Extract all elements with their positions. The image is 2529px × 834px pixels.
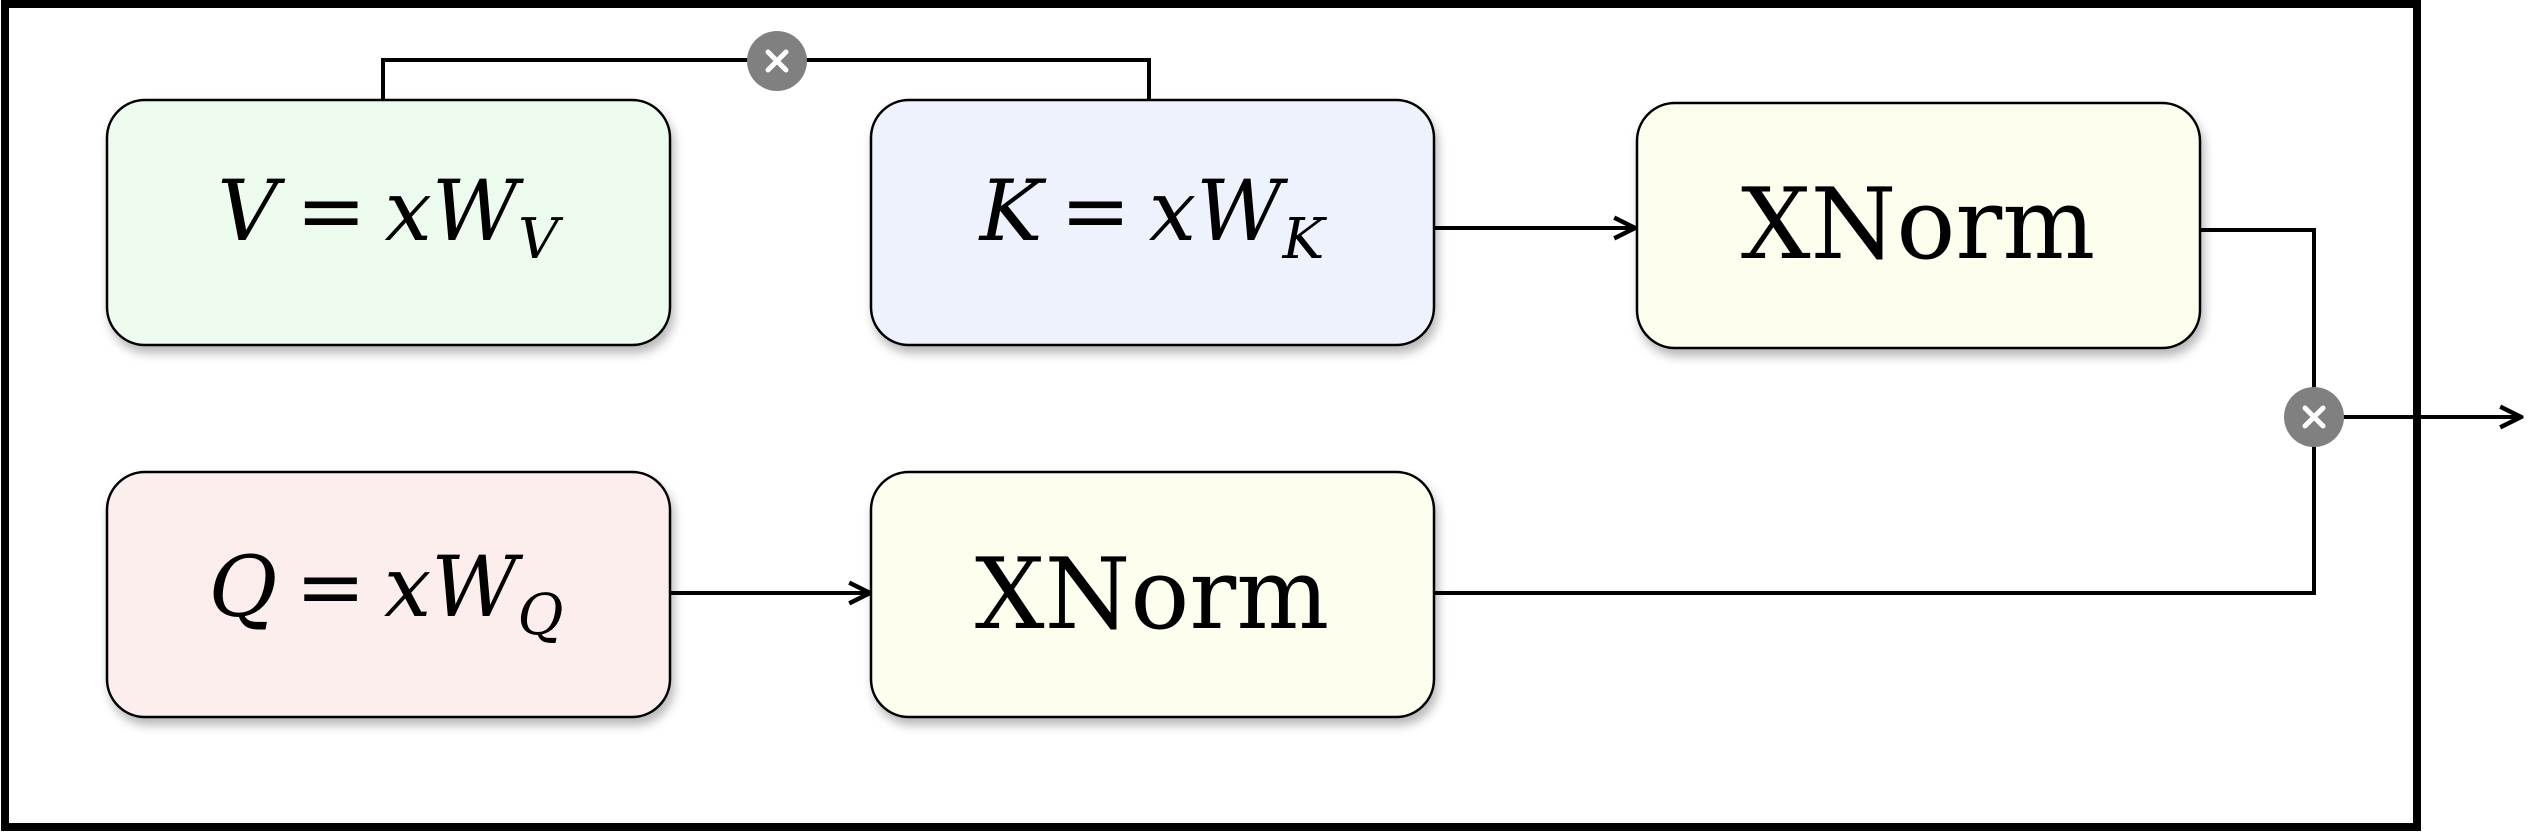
q-projection-box: Q=xWQ bbox=[105, 470, 672, 719]
connector-v-to-multiply bbox=[381, 58, 760, 100]
q-equation: Q=xWQ bbox=[209, 538, 564, 648]
v-equation: V=xWV bbox=[217, 162, 564, 272]
connector-xnorm-top-to-multiply bbox=[2200, 228, 2316, 397]
k-projection-box: K=xWK bbox=[869, 98, 1436, 347]
xnorm-bottom-rect bbox=[869, 470, 1436, 719]
xnorm-top-label: XNorm bbox=[1741, 168, 2095, 282]
q-box-rect bbox=[105, 470, 672, 719]
xnorm-bottom-label: XNorm bbox=[975, 538, 1329, 652]
multiply-symbol-right bbox=[2302, 405, 2326, 429]
k-box-rect bbox=[869, 98, 1436, 347]
multiply-node-top bbox=[747, 31, 807, 91]
xnorm-top-rect bbox=[1635, 101, 2202, 350]
xnorm-top-box: XNorm bbox=[1635, 101, 2202, 350]
connector-multiply-to-k bbox=[795, 58, 1151, 100]
k-equation: K=xWK bbox=[978, 162, 1328, 272]
multiply-node-right bbox=[2284, 387, 2344, 447]
connector-xnorm-bottom-to-multiply bbox=[1434, 436, 2316, 595]
multiply-symbol-top bbox=[765, 49, 789, 73]
v-box-rect bbox=[105, 98, 672, 347]
v-projection-box: V=xWV bbox=[105, 98, 672, 347]
xnorm-bottom-box: XNorm bbox=[869, 470, 1436, 719]
